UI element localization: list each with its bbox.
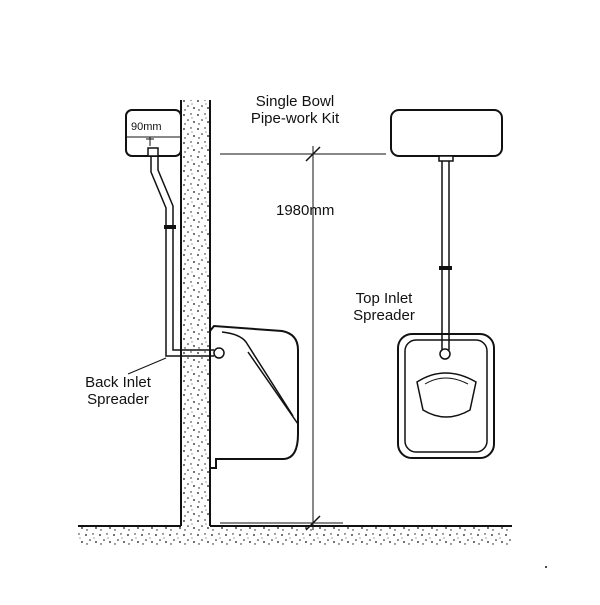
top-inlet-line2: Spreader — [353, 307, 415, 324]
height-dimension — [220, 146, 386, 531]
corner-dot — [545, 566, 547, 568]
wall — [180, 100, 211, 526]
side-cistern — [125, 109, 182, 157]
back-inlet-leader — [127, 357, 167, 375]
floor — [78, 525, 512, 546]
top-inlet-line1: Top Inlet — [355, 290, 413, 307]
back-inlet-label: Back Inlet Spreader — [62, 374, 174, 408]
back-inlet-line2: Spreader — [87, 391, 149, 408]
height-label: 1980mm — [276, 202, 335, 219]
side-urinal-bowl — [209, 324, 299, 469]
front-flush-pipe — [439, 161, 452, 350]
side-flush-pipe — [150, 156, 214, 357]
front-cistern — [390, 109, 503, 162]
top-inlet-spreader — [439, 348, 451, 360]
back-inlet-line1: Back Inlet — [85, 374, 151, 391]
kit-title-line2: Pipe-work Kit — [250, 110, 340, 127]
top-inlet-label: Top Inlet Spreader — [336, 290, 432, 324]
kit-title: Single Bowl Pipe-work Kit — [225, 93, 365, 127]
front-urinal-bowl — [397, 333, 495, 459]
kit-title-line1: Single Bowl — [255, 93, 335, 110]
back-inlet-spreader — [213, 347, 225, 359]
cistern-width-label: 90mm — [131, 121, 162, 133]
